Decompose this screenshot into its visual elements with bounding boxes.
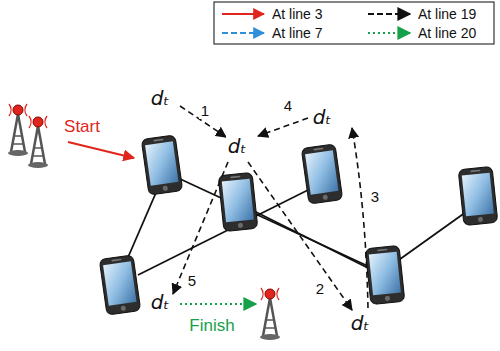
link-line	[252, 210, 372, 270]
callout-number: 4	[282, 97, 294, 114]
node-variable: dₜ	[226, 135, 249, 157]
phone-icon	[99, 255, 140, 315]
start-arrow	[68, 142, 134, 158]
hop-arrow	[248, 162, 352, 310]
node-variable: dₜ	[149, 291, 172, 313]
legend-text: At line 20	[418, 26, 476, 40]
phone-icon	[141, 135, 182, 195]
callout-number: 2	[314, 280, 326, 297]
radio-tower	[8, 104, 28, 156]
node-variable: dₜ	[349, 312, 372, 334]
phone-icon	[301, 144, 342, 204]
radio-tower	[260, 288, 280, 340]
callout-number: 1	[199, 102, 211, 119]
start-label: Start	[62, 117, 102, 136]
legend-box	[214, 2, 494, 44]
hop-arrow	[258, 118, 308, 136]
node-variable: dₜ	[311, 106, 334, 128]
link-line	[126, 188, 158, 262]
radio-tower	[28, 116, 48, 168]
legend-line-sample	[368, 32, 410, 34]
phone-icon	[458, 166, 498, 225]
link-line	[396, 212, 466, 262]
phone-icon	[218, 172, 258, 231]
hop-arrow	[173, 162, 228, 294]
node-variable: dₜ	[149, 87, 172, 109]
legend-line-sample	[368, 13, 410, 15]
legend-line-sample	[222, 32, 264, 34]
callout-number: 5	[186, 272, 198, 289]
finish-arrow	[180, 303, 256, 305]
finish-label: Finish	[187, 316, 236, 335]
hop-arrow	[352, 128, 368, 308]
legend-line-sample	[222, 13, 264, 15]
phone-icon	[365, 245, 405, 304]
legend-text: At line 7	[272, 26, 323, 40]
legend-text: At line 19	[418, 7, 476, 21]
legend-text: At line 3	[272, 7, 323, 21]
network-links	[126, 178, 466, 275]
callout-number: 3	[369, 188, 381, 205]
